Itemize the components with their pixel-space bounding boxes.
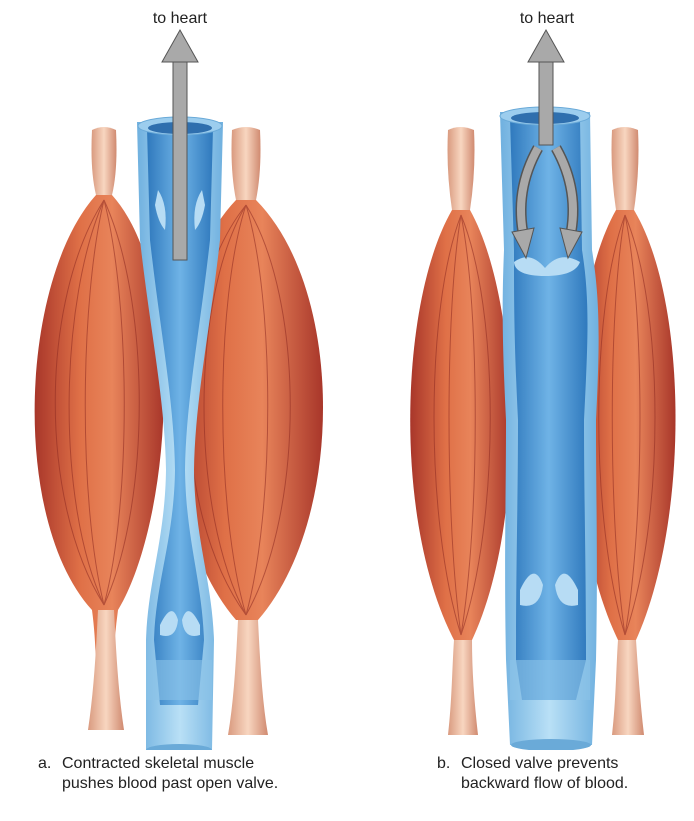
vein-b <box>500 107 599 750</box>
panel-a <box>35 30 323 750</box>
caption-b: b. Closed valve prevents backward flow o… <box>437 754 687 794</box>
to-heart-label-b: to heart <box>487 10 607 28</box>
panel-b <box>410 30 675 750</box>
caption-b-line2: backward flow of blood. <box>461 774 687 794</box>
caption-a-letter: a. <box>38 754 51 774</box>
caption-a-line2: pushes blood past open valve. <box>62 774 338 794</box>
skeletal-muscle-left-b <box>410 127 511 735</box>
illustration <box>0 0 694 750</box>
caption-a: a. Contracted skeletal muscle pushes blo… <box>38 754 338 794</box>
caption-b-letter: b. <box>437 754 450 774</box>
to-heart-label-a: to heart <box>120 10 240 28</box>
caption-b-line1: Closed valve prevents <box>461 754 687 774</box>
caption-a-line1: Contracted skeletal muscle <box>62 754 338 774</box>
